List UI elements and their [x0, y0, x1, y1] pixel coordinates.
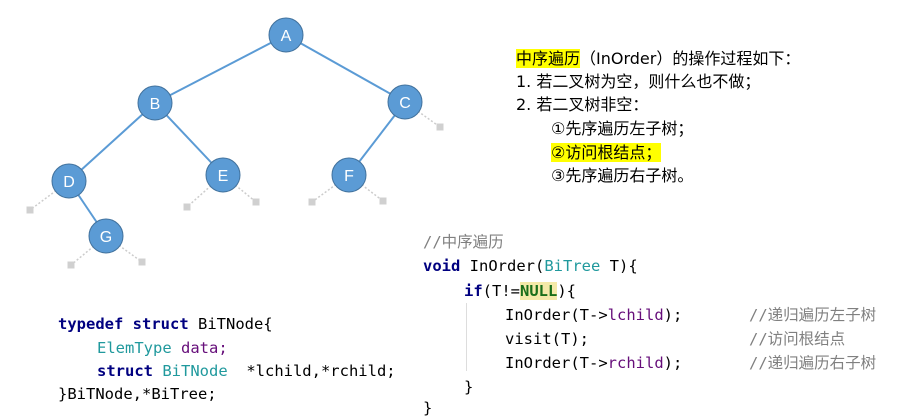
tree-node-label-B: B	[150, 96, 161, 113]
comment-lchild: //递归遍历左子树	[749, 306, 877, 324]
tree-node-label-C: C	[399, 95, 411, 112]
struct-line-4: }BiTNode,*BiTree;	[58, 385, 217, 403]
step-2: 2. 若二叉树非空：	[516, 95, 649, 114]
null-marker	[67, 261, 75, 269]
comment-visit: //访问根结点	[749, 330, 846, 348]
substep-2: ②访问根结点；	[551, 143, 662, 162]
tree-node-G	[88, 218, 124, 254]
null-marker	[138, 258, 146, 266]
tree-node-label-E: E	[218, 168, 229, 185]
tree-edge-B-D	[68, 102, 156, 182]
null-link	[222, 174, 257, 203]
tree-node-C	[387, 84, 423, 120]
step-1: 1. 若二叉树为空，则什么也不做；	[516, 72, 761, 91]
substep-3: ③先序遍历右子树。	[551, 166, 694, 185]
null-marker	[308, 198, 316, 206]
tree-node-A	[268, 17, 304, 53]
substep-1: ①先序遍历左子树；	[551, 119, 694, 138]
code-close-if: }	[464, 378, 474, 396]
tree-node-F	[331, 157, 367, 193]
tree-node-B	[137, 85, 173, 121]
null-marker	[252, 198, 260, 206]
tree-node-E	[205, 157, 241, 193]
struct-line-1: typedef struct BiTNode{	[58, 315, 273, 333]
code-close-fn: }	[423, 399, 433, 417]
null-marker	[436, 123, 444, 131]
comment-rchild: //递归遍历右子树	[749, 354, 877, 372]
null-marker	[26, 206, 34, 214]
null-link	[105, 235, 143, 263]
null-link	[404, 101, 441, 128]
code-comment: //中序遍历	[423, 233, 504, 251]
struct-line-2: ElemType data;	[97, 339, 228, 357]
tree-node-label-G: G	[100, 229, 112, 246]
code-if: if(T!=NULL){	[464, 282, 576, 300]
tree-node-D	[51, 163, 87, 199]
tree-edge-A-C	[285, 34, 406, 103]
struct-line-3: struct BiTNode *lchild,*rchild;	[97, 362, 396, 380]
inorder-title: 中序遍历（InOrder）的操作过程如下：	[516, 49, 801, 68]
null-marker	[379, 197, 387, 205]
code-line-visit: visit(T);	[505, 330, 589, 348]
null-marker	[183, 203, 191, 211]
null-link	[348, 174, 384, 202]
tree-node-label-D: D	[63, 174, 75, 191]
null-link	[70, 235, 107, 266]
indent-guide	[466, 303, 467, 371]
tree-node-label-F: F	[344, 168, 354, 185]
code-line-rchild: InOrder(T->rchild);	[505, 354, 683, 372]
code-line-lchild: InOrder(T->lchild);	[505, 306, 683, 324]
tree-node-label-A: A	[281, 28, 292, 45]
code-signature: void InOrder(BiTree T){	[423, 257, 638, 275]
tree-edge-A-B	[154, 34, 287, 104]
